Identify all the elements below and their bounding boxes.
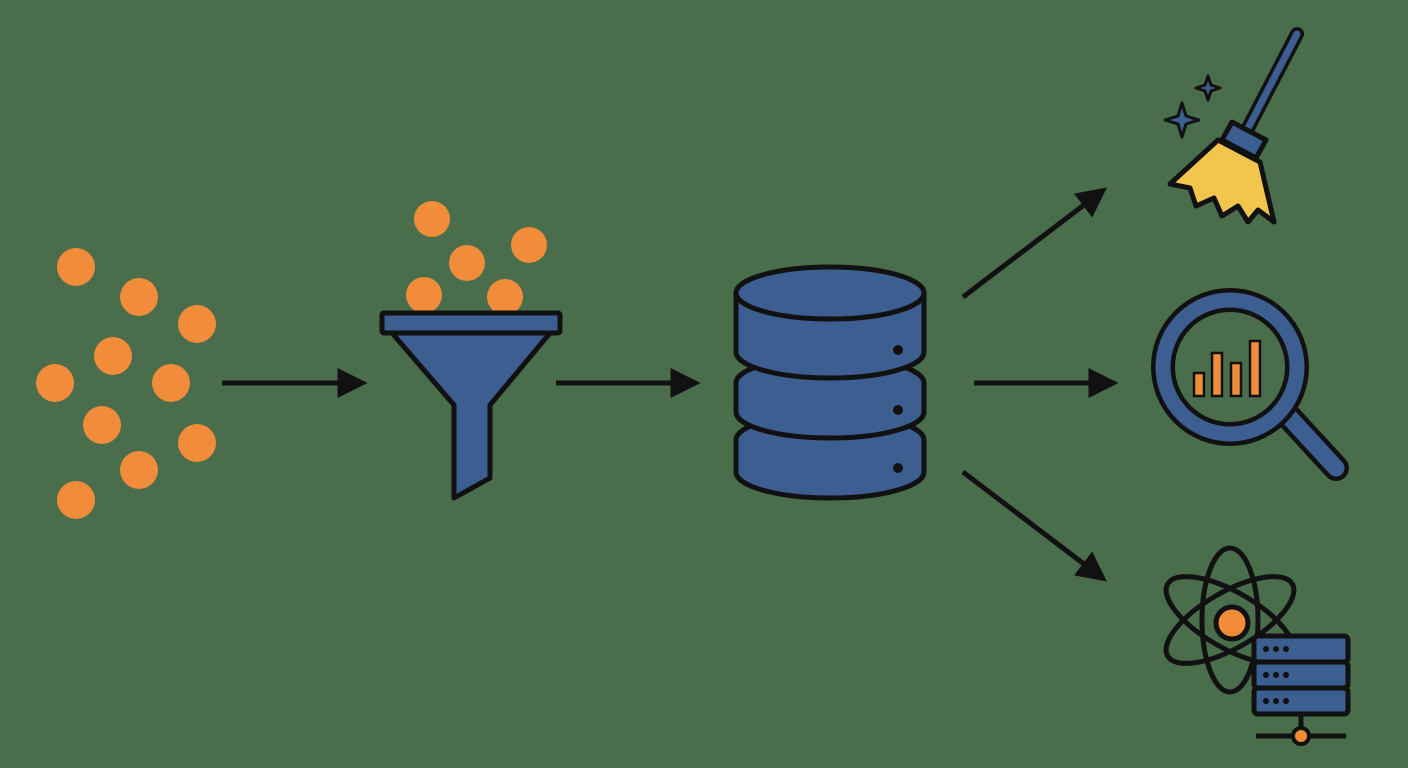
- dot: [487, 279, 523, 315]
- dot: [120, 278, 158, 316]
- dot: [414, 201, 450, 237]
- magnifier-bar-chart-icon: [1151, 288, 1349, 481]
- atom-nucleus: [1213, 604, 1251, 642]
- sparkle-icon: [1163, 101, 1201, 139]
- arrow-storage-to-cleaning: [961, 187, 1107, 299]
- server-icon: [1251, 633, 1351, 746]
- sparkle-icon: [1194, 74, 1222, 102]
- dot: [406, 277, 442, 313]
- dot: [152, 364, 190, 402]
- dot: [94, 337, 132, 375]
- indicator: [893, 463, 903, 473]
- dot: [83, 406, 121, 444]
- indicator: [893, 405, 903, 415]
- funnel-icon: [379, 201, 563, 501]
- dot: [178, 305, 216, 343]
- arrows: [222, 187, 1119, 582]
- dot: [178, 424, 216, 462]
- database-icon: [733, 264, 927, 501]
- bar-chart-icon: [1192, 339, 1262, 398]
- dot: [36, 364, 74, 402]
- broom-icon: [1163, 27, 1304, 225]
- indicator: [893, 345, 903, 355]
- arrow-storage-to-science: [961, 470, 1107, 582]
- dot: [57, 481, 95, 519]
- dot: [120, 451, 158, 489]
- atom-server-icon: [1163, 545, 1351, 746]
- raw-data-dots-icon: [36, 248, 216, 519]
- dot: [511, 227, 547, 263]
- dot: [57, 248, 95, 286]
- dot: [449, 245, 485, 281]
